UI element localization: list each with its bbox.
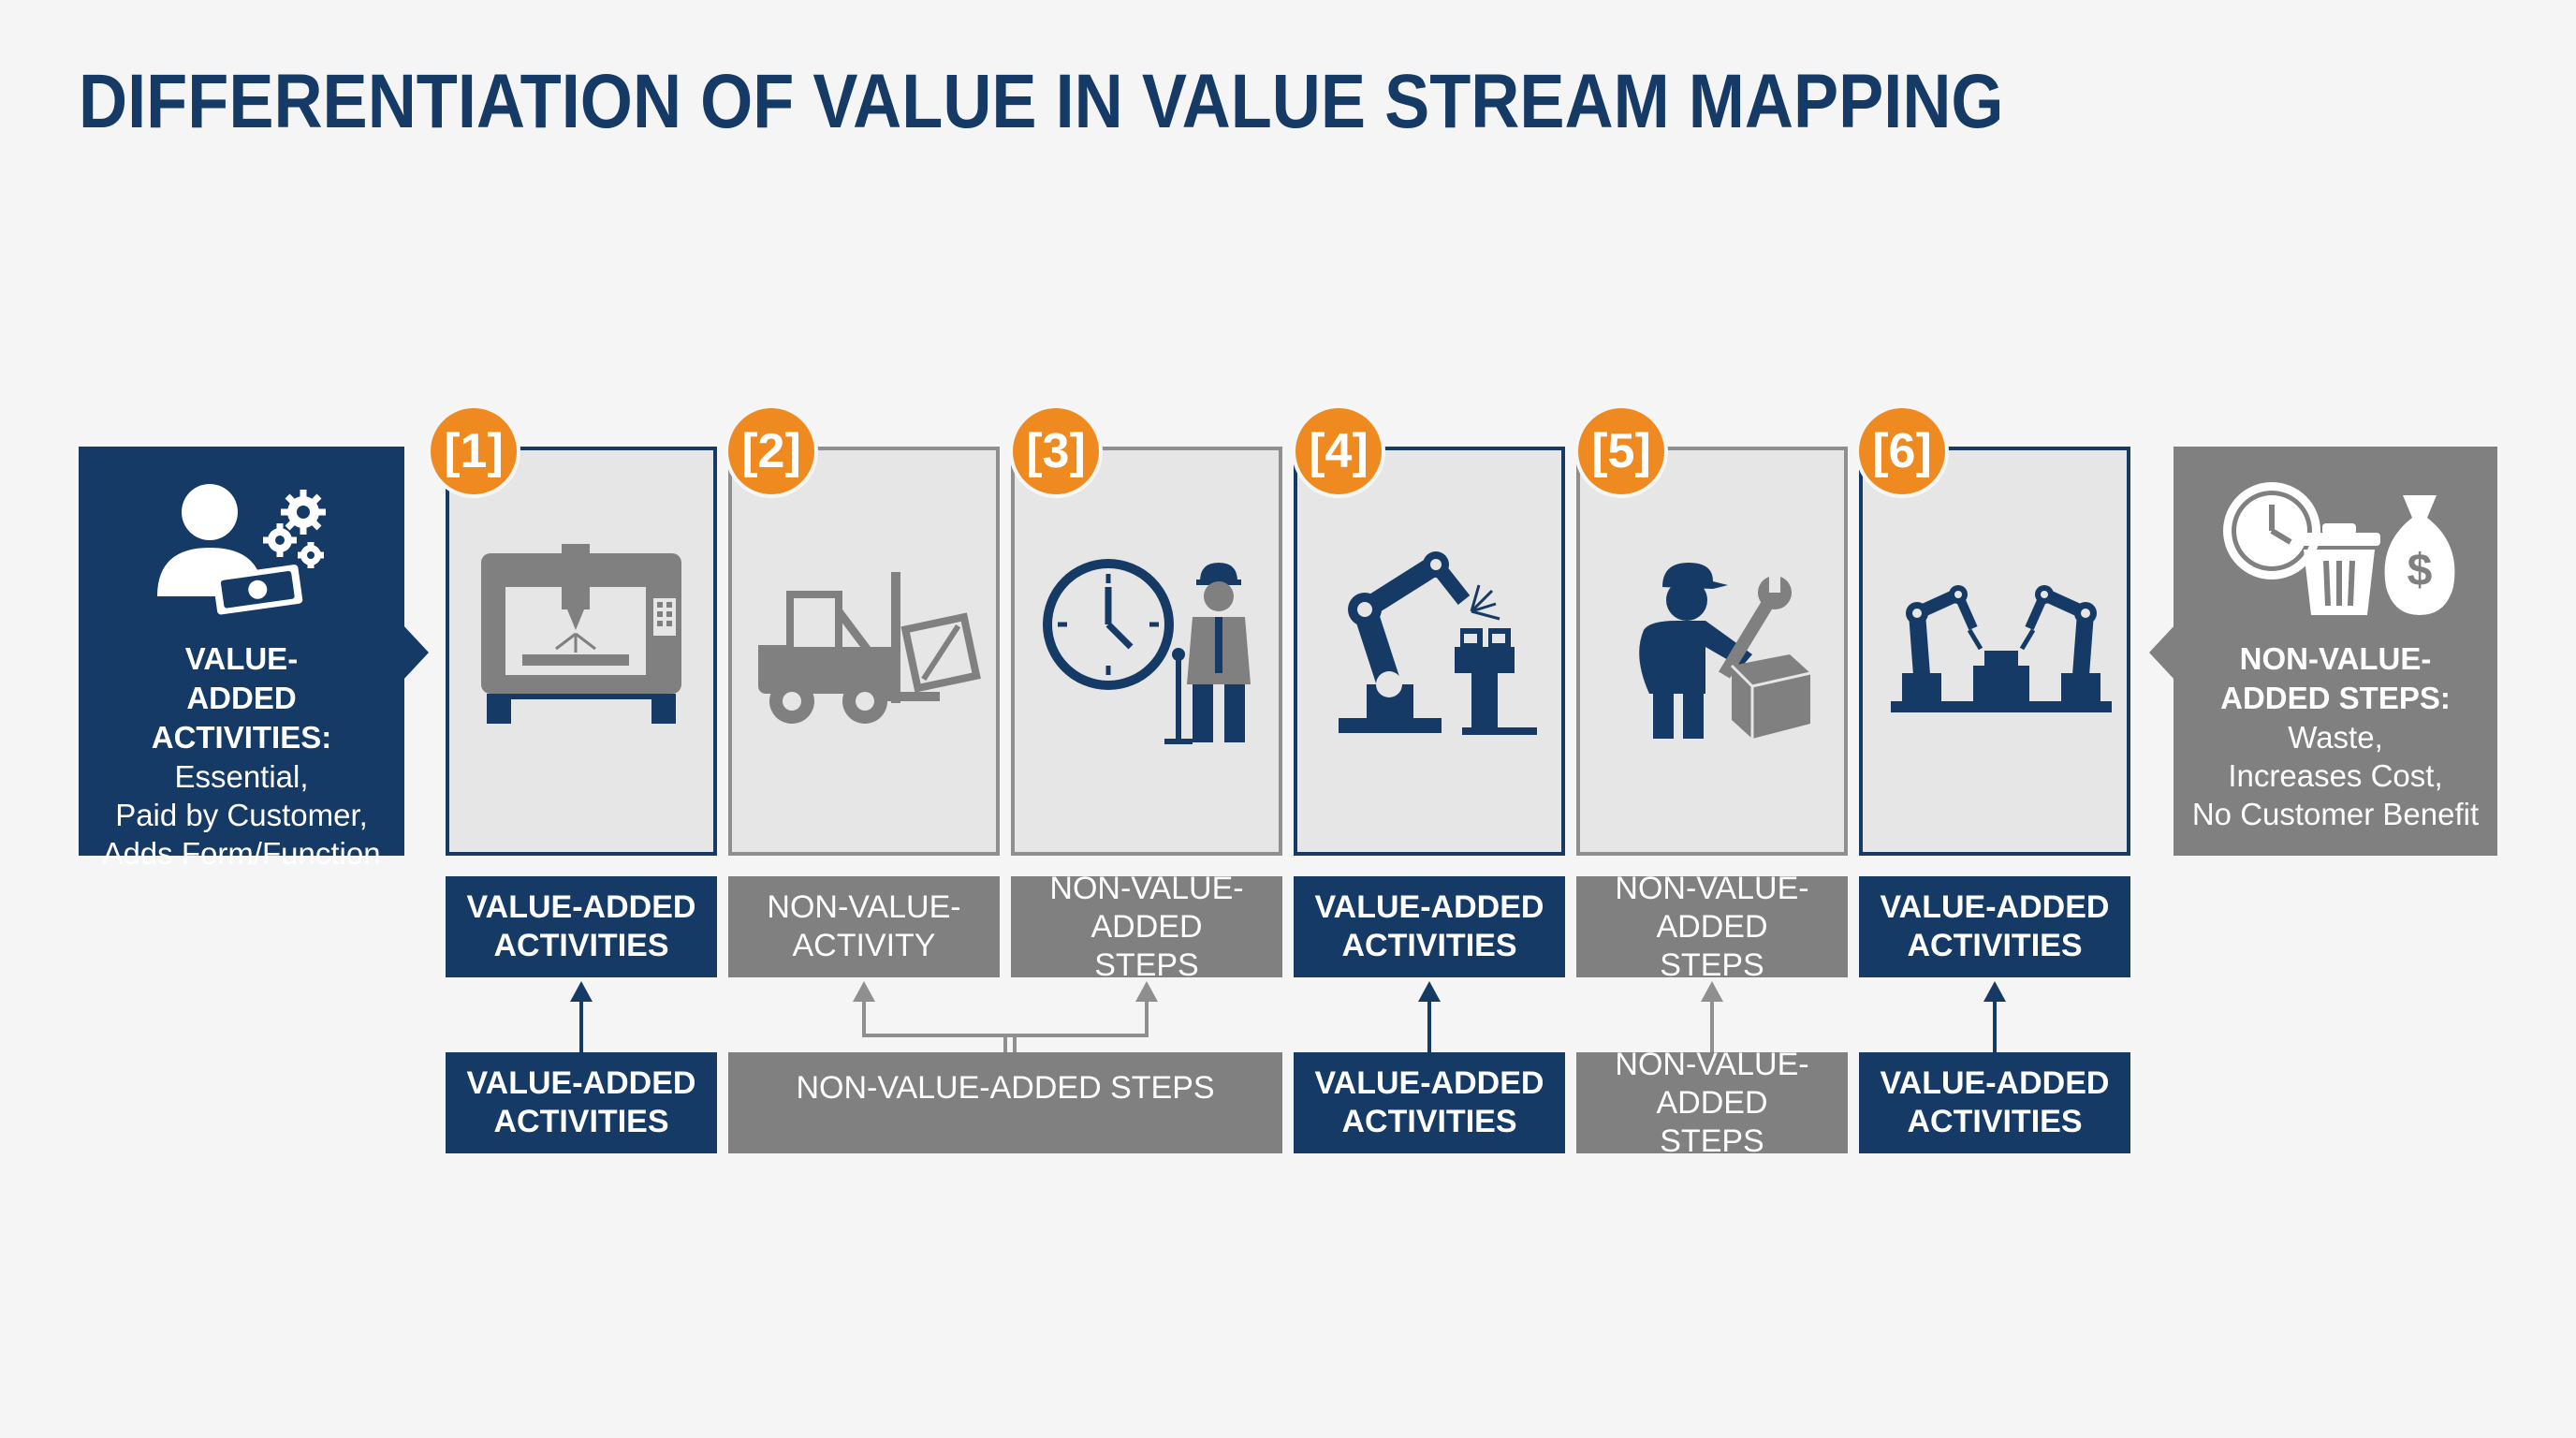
label-line: NON-VALUE-ADDED xyxy=(1615,1046,1809,1121)
label-line: STEPS xyxy=(1094,946,1199,983)
robot-assembly-line-icon xyxy=(1891,585,2112,712)
person-gears-money-icon xyxy=(157,484,326,615)
step-2-panel xyxy=(728,447,1000,856)
step-3-badge: [3] xyxy=(1009,404,1103,498)
label-line: NON-VALUE- xyxy=(767,889,961,925)
step-5-badge: [5] xyxy=(1574,404,1668,498)
worker-wrench-box-icon xyxy=(1639,563,1811,739)
non-value-added-definition-box: $ NON-VALUE-ADDED STEPS: Waste, Increase… xyxy=(2174,447,2497,856)
page-title: DIFFERENTIATION OF VALUE IN VALUE STREAM… xyxy=(79,59,2004,144)
cnc-machine-icon xyxy=(481,544,681,724)
robot-arm-welding-icon xyxy=(1339,551,1537,735)
svg-text:$: $ xyxy=(2408,546,2433,595)
right-box-pointer xyxy=(2149,624,2175,681)
label-line: VALUE-ADDED xyxy=(466,1065,696,1101)
step-5-panel xyxy=(1576,447,1848,856)
label-line: NON-VALUE-ADDED STEPS xyxy=(796,1070,1215,1106)
step-2-badge: [2] xyxy=(724,404,818,498)
arrow-step-1 xyxy=(570,981,593,1052)
step-1-badge: [1] xyxy=(427,404,520,498)
arrow-step-5 xyxy=(1701,981,1723,1052)
value-added-heading: VALUE-ADDED ACTIVITIES: xyxy=(151,641,332,755)
clock-trash-moneybag-icon: $ xyxy=(2223,482,2455,615)
steps-2-3-bottom-label: NON-VALUE-ADDED STEPS xyxy=(728,1052,1282,1153)
clock-worker-waiting-icon xyxy=(1043,559,1251,744)
label-line: NON-VALUE-ADDED xyxy=(1049,870,1244,945)
step-4-panel xyxy=(1294,447,1565,856)
left-box-pointer xyxy=(402,624,429,681)
label-line: NON-VALUE-ADDED xyxy=(1615,870,1809,945)
step-2-top-label: NON-VALUE-ACTIVITY xyxy=(728,876,1000,977)
value-added-line: Paid by Customer, xyxy=(115,798,368,832)
label-line: VALUE-ADDED xyxy=(466,889,696,925)
arrow-step-4 xyxy=(1418,981,1441,1052)
forklift-icon xyxy=(758,572,981,724)
label-line: ACTIVITIES xyxy=(1341,1104,1517,1139)
arrow-step-6 xyxy=(1983,981,2006,1052)
value-added-line: Adds Form/Function xyxy=(102,836,381,871)
label-line: STEPS xyxy=(1660,946,1764,983)
non-value-added-line: No Customer Benefit xyxy=(2191,797,2480,831)
connector-arrows xyxy=(570,981,2006,1052)
label-line: STEPS xyxy=(1660,1123,1764,1159)
label-line: ACTIVITIES xyxy=(1907,928,2083,963)
step-6-badge: [6] xyxy=(1855,404,1949,498)
label-line: VALUE-ADDED xyxy=(1880,889,2110,925)
non-value-added-line: Waste, xyxy=(2288,720,2383,755)
arrow-merged-2-3 xyxy=(853,981,1158,1052)
value-added-line: Essential, xyxy=(174,759,309,794)
label-line: ACTIVITIES xyxy=(493,1104,669,1139)
label-line: VALUE-ADDED xyxy=(1880,1065,2110,1101)
non-value-added-line: Increases Cost, xyxy=(2228,758,2443,793)
label-line: ACTIVITIES xyxy=(1341,928,1517,963)
non-value-added-heading: NON-VALUE-ADDED STEPS: xyxy=(2220,641,2451,715)
step-4-badge: [4] xyxy=(1292,404,1385,498)
step-1-panel xyxy=(446,447,717,856)
label-line: ACTIVITIES xyxy=(493,928,669,963)
label-line: VALUE-ADDED xyxy=(1314,889,1544,925)
step-3-panel xyxy=(1011,447,1282,856)
value-added-definition-box: VALUE-ADDED ACTIVITIES: Essential, Paid … xyxy=(79,447,404,871)
label-line: ACTIVITY xyxy=(792,928,936,963)
step-6-panel xyxy=(1859,447,2130,856)
label-line: ACTIVITIES xyxy=(1907,1104,2083,1139)
label-line: VALUE-ADDED xyxy=(1314,1065,1544,1101)
